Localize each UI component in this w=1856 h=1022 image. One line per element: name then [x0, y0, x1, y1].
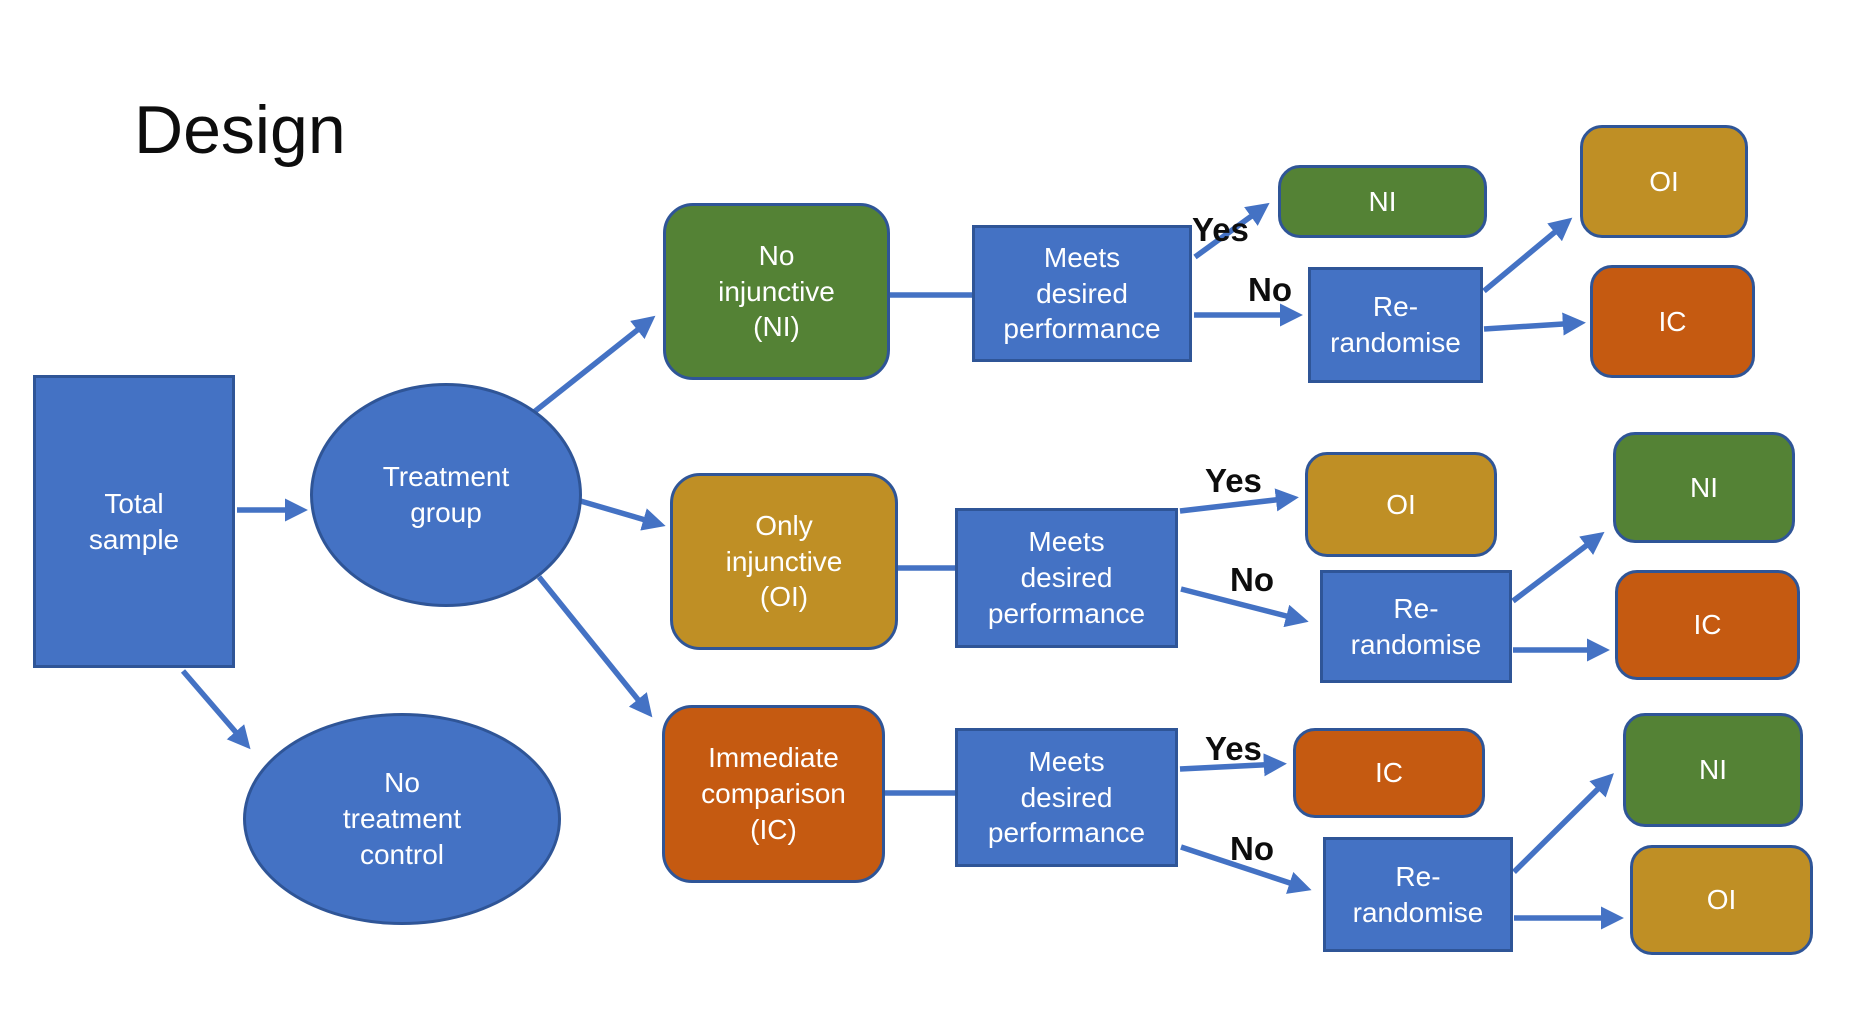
row1-yes-label: Yes	[1192, 211, 1249, 248]
no-treatment-control-ellipse: No treatment control	[243, 713, 561, 925]
row2-rerandomise-outcome-bottom-label: IC	[1693, 609, 1722, 641]
treatment-group-ellipse: Treatment group	[310, 383, 582, 607]
row3-rerandomise-label: Re- randomise	[1352, 860, 1484, 928]
arrow-rerand2-to-ni	[1511, 531, 1605, 604]
row2-origin-label: Only injunctive (OI)	[725, 509, 843, 613]
arrow-treatment-to-oi	[576, 497, 666, 531]
row3-rerandomise-outcome-top-label: NI	[1699, 754, 1727, 786]
row1-rerandomise-outcome-bottom-box: IC	[1590, 265, 1755, 378]
arrow-total-to-control	[180, 669, 251, 750]
row3-rerandomise-outcome-bottom-label: OI	[1706, 884, 1737, 916]
row1-meets-performance-box: Meets desired performance	[972, 225, 1192, 362]
arrow-rerand1-to-ic	[1483, 312, 1586, 336]
row2-rerandomise-label: Re- randomise	[1350, 592, 1482, 660]
row2-yes-outcome-label: OI	[1386, 488, 1416, 520]
arrow-treatment-to-ni	[532, 315, 656, 415]
row3-rerandomise-outcome-top-box: NI	[1623, 713, 1803, 827]
row2-origin-box: Only injunctive (OI)	[670, 473, 898, 650]
row2-no-label: No	[1230, 561, 1274, 598]
arrow-treatment-to-ic	[536, 575, 653, 718]
slide-title: Design	[134, 92, 346, 168]
arrow-rerand1-to-oi	[1482, 217, 1573, 294]
total-sample-label: Total sample	[88, 487, 180, 555]
row3-meets-performance-box: Meets desired performance	[955, 728, 1178, 867]
row2-meets-performance-label: Meets desired performance	[987, 526, 1146, 629]
row1-yes-outcome-label: NI	[1368, 185, 1397, 217]
total-sample-box: Total sample	[33, 375, 235, 668]
row2-rerandomise-box: Re- randomise	[1320, 570, 1512, 683]
row1-origin-label: No injunctive (NI)	[718, 239, 835, 343]
row3-rerandomise-outcome-bottom-box: OI	[1630, 845, 1813, 955]
row3-yes-label: Yes	[1205, 730, 1262, 767]
row2-rerandomise-outcome-bottom-box: IC	[1615, 570, 1800, 680]
row1-rerandomise-outcome-top-box: OI	[1580, 125, 1748, 238]
row1-yes-outcome-box: NI	[1278, 165, 1487, 238]
no-treatment-control-label: No treatment control	[342, 767, 462, 870]
row3-no-label: No	[1230, 830, 1274, 867]
row1-rerandomise-box: Re- randomise	[1308, 267, 1483, 383]
row1-rerandomise-outcome-top-label: OI	[1649, 165, 1679, 197]
row1-origin-box: No injunctive (NI)	[663, 203, 890, 380]
row3-yes-outcome-label: IC	[1375, 757, 1403, 789]
row2-meets-performance-box: Meets desired performance	[955, 508, 1178, 648]
row2-rerandomise-outcome-top-box: NI	[1613, 432, 1795, 543]
arrow-rerand3-to-ni	[1512, 773, 1614, 874]
row3-rerandomise-box: Re- randomise	[1323, 837, 1513, 952]
arrow-yes-row3	[1179, 753, 1287, 777]
row2-rerandomise-outcome-top-label: NI	[1690, 471, 1718, 503]
treatment-group-label: Treatment group	[382, 461, 510, 528]
row3-yes-outcome-box: IC	[1293, 728, 1485, 818]
row1-no-label: No	[1248, 271, 1292, 308]
row3-origin-label: Immediate comparison (IC)	[701, 742, 846, 845]
row3-meets-performance-label: Meets desired performance	[987, 745, 1146, 849]
row2-yes-label: Yes	[1205, 462, 1262, 499]
row2-yes-outcome-box: OI	[1305, 452, 1497, 557]
row3-origin-box: Immediate comparison (IC)	[662, 705, 885, 883]
row1-rerandomise-label: Re- randomise	[1330, 291, 1461, 358]
row1-rerandomise-outcome-bottom-label: IC	[1658, 305, 1687, 337]
arrow-yes-row2	[1179, 488, 1299, 514]
row1-meets-performance-label: Meets desired performance	[1003, 241, 1161, 345]
arrow-yes-row1	[1193, 202, 1270, 260]
arrow-no-row2	[1180, 586, 1309, 628]
arrow-no-row3	[1180, 844, 1312, 894]
